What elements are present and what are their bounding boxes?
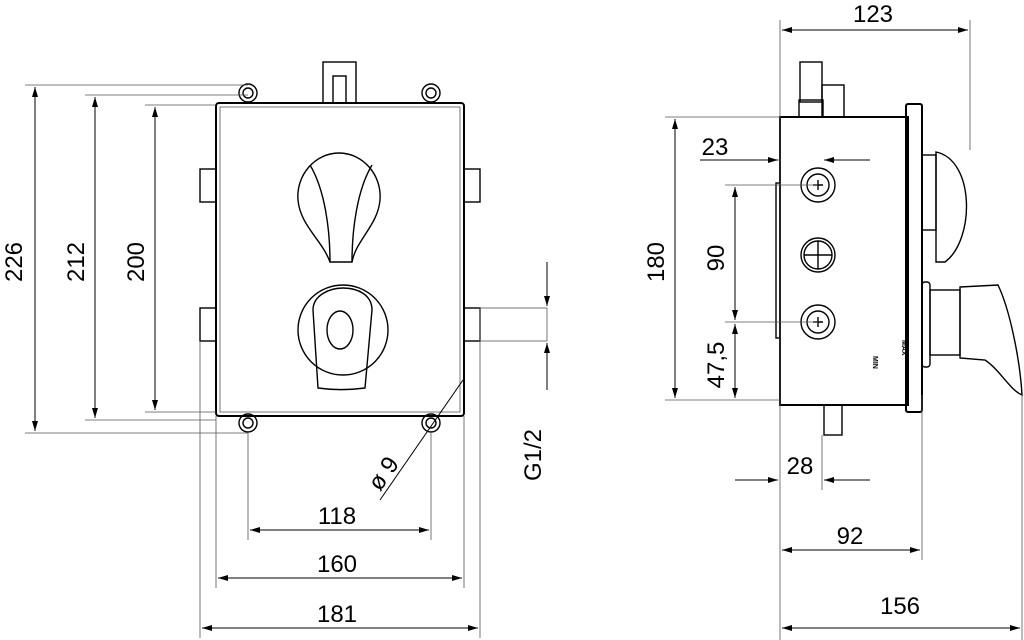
side-diverter-knob bbox=[921, 151, 968, 263]
port-screws bbox=[800, 167, 836, 340]
cover-plate bbox=[905, 103, 923, 413]
side-bottom-stub bbox=[823, 404, 843, 436]
mixer-lever-handle bbox=[297, 284, 389, 391]
dim-width-overall: 181 bbox=[317, 601, 357, 628]
dim-depth-overall: 156 bbox=[880, 593, 920, 620]
side-tabs bbox=[199, 168, 548, 342]
mixer-box-body bbox=[215, 102, 465, 417]
dim-width-body: 160 bbox=[317, 551, 357, 578]
outlet-pipe bbox=[479, 307, 548, 342]
dim-height-lugs: 212 bbox=[63, 242, 90, 282]
dim-stub-offset: 28 bbox=[787, 453, 814, 480]
side-dimensions bbox=[665, 20, 1023, 640]
dim-port-bottom: 47,5 bbox=[703, 342, 730, 389]
diverter-handle bbox=[297, 152, 381, 263]
front-view: 226 212 200 118 160 181 ø 9 G1/2 bbox=[1, 61, 550, 638]
dim-thread: G1/2 bbox=[520, 429, 547, 481]
dim-height-body-side: 180 bbox=[643, 242, 670, 282]
max-label: MAX bbox=[900, 340, 907, 356]
dim-depth-overall-top: 123 bbox=[853, 1, 893, 28]
side-top-stub bbox=[798, 61, 845, 118]
side-lever bbox=[921, 281, 1023, 397]
min-label: MIN bbox=[871, 356, 878, 369]
mixer-box-inner bbox=[219, 106, 461, 413]
front-dimensions bbox=[25, 84, 550, 638]
dim-height-overall: 226 bbox=[1, 242, 28, 282]
dim-height-body: 200 bbox=[123, 242, 150, 282]
dim-width-lugs: 118 bbox=[318, 503, 356, 530]
dim-hole-diameter: ø 9 bbox=[363, 452, 405, 496]
dim-port-spacing: 90 bbox=[703, 245, 730, 272]
dim-depth-to-plate: 92 bbox=[837, 523, 864, 550]
mounting-lugs bbox=[238, 83, 441, 433]
dim-offset-top: 23 bbox=[702, 134, 729, 161]
side-view: MIN MAX 123 23 180 90 47,5 28 92 156 bbox=[643, 1, 1023, 640]
top-stub bbox=[322, 61, 357, 104]
